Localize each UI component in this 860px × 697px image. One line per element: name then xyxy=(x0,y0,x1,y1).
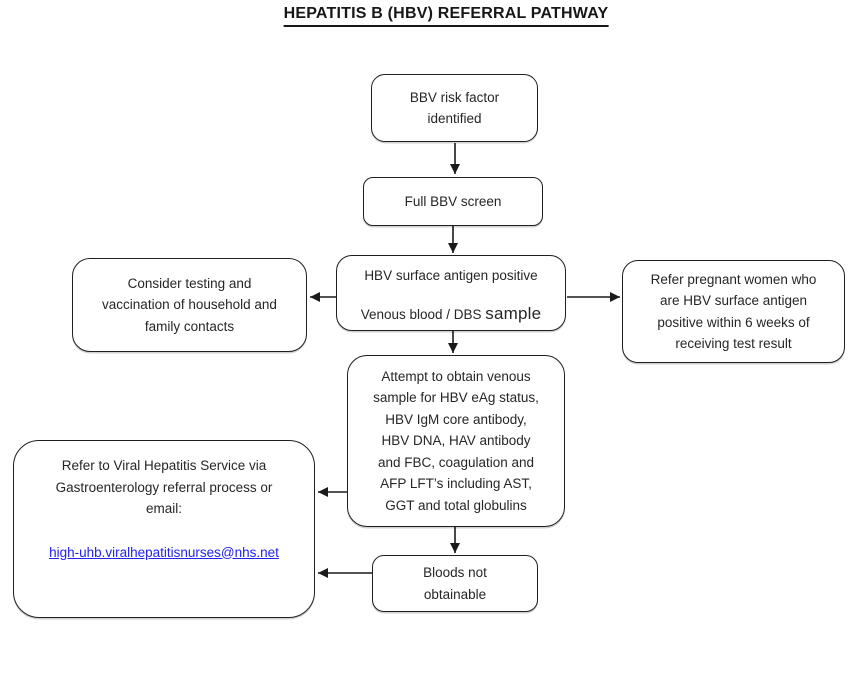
node-attempt-venous-sample: Attempt to obtain venous sample for HBV … xyxy=(347,355,565,527)
node-household-contacts: Consider testing and vaccination of hous… xyxy=(72,258,307,352)
node-household-contacts-label: Consider testing and vaccination of hous… xyxy=(102,275,277,334)
antigen-positive-label: HBV surface antigen positive xyxy=(364,268,538,283)
node-full-bbv-screen-label: Full BBV screen xyxy=(404,193,502,209)
page-title: HEPATITIS B (HBV) REFERRAL PATHWAY xyxy=(283,5,609,27)
venous-blood-dbs-sample-word: sample xyxy=(485,303,542,323)
node-bloods-not-obtainable-label: Bloods not obtainable xyxy=(423,565,487,602)
node-bbv-risk-factor: BBV risk factor identified xyxy=(371,74,538,142)
node-attempt-venous-sample-label: Attempt to obtain venous sample for HBV … xyxy=(373,368,539,513)
node-viral-hepatitis-referral: Refer to Viral Hepatitis Service via Gas… xyxy=(13,440,315,618)
node-hbv-surface-antigen-positive: HBV surface antigen positive Venous bloo… xyxy=(336,255,566,331)
node-viral-hepatitis-referral-label: Refer to Viral Hepatitis Service via Gas… xyxy=(55,458,273,516)
node-full-bbv-screen: Full BBV screen xyxy=(363,177,543,226)
node-bloods-not-obtainable: Bloods not obtainable xyxy=(372,555,538,612)
node-refer-pregnant-women: Refer pregnant women who are HBV surface… xyxy=(622,260,845,363)
node-bbv-risk-factor-label: BBV risk factor identified xyxy=(409,89,500,127)
node-refer-pregnant-women-label: Refer pregnant women who are HBV surface… xyxy=(650,271,817,352)
venous-blood-dbs-prefix: Venous blood / DBS xyxy=(360,306,486,322)
viral-hepatitis-email-link[interactable]: high-uhb.viralhepatitisnurses@nhs.net xyxy=(49,544,279,560)
venous-blood-dbs-label: Venous blood / DBS sample xyxy=(361,303,542,326)
